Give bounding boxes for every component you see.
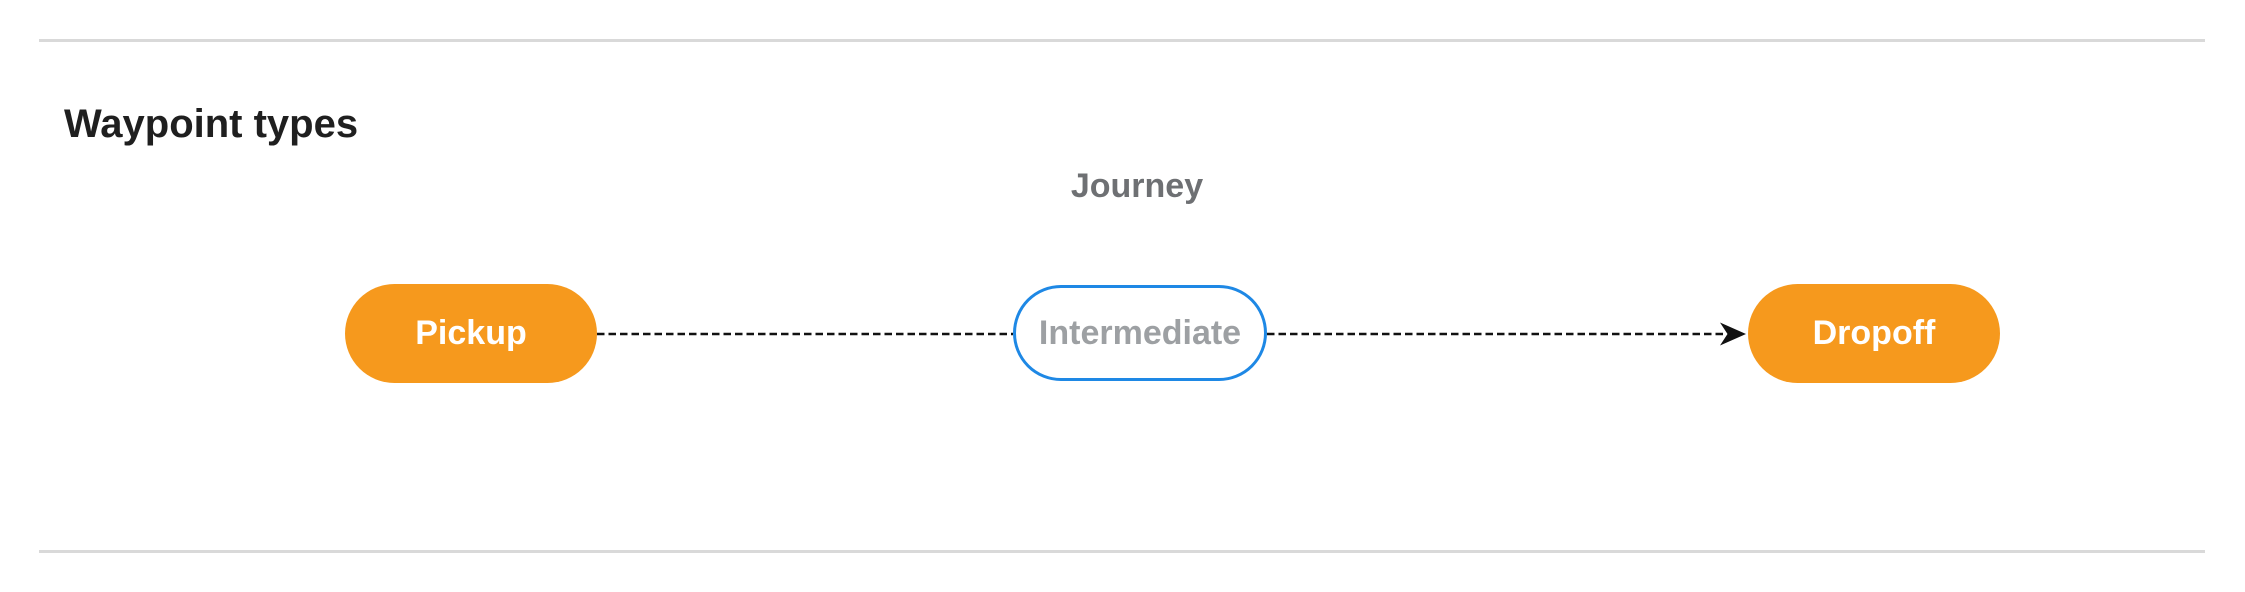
node-intermediate: Intermediate bbox=[1013, 285, 1267, 381]
node-dropoff-label: Dropoff bbox=[1812, 314, 1936, 352]
arrowhead-icon bbox=[1720, 322, 1746, 346]
node-pickup-label: Pickup bbox=[415, 314, 527, 352]
node-pickup: Pickup bbox=[345, 284, 597, 383]
section-title: Waypoint types bbox=[64, 102, 359, 147]
journey-group-label: Journey bbox=[1070, 167, 1204, 205]
bottom-divider bbox=[39, 550, 2205, 553]
node-dropoff: Dropoff bbox=[1748, 284, 2000, 383]
top-divider bbox=[39, 39, 2205, 42]
node-intermediate-label: Intermediate bbox=[1038, 313, 1242, 352]
